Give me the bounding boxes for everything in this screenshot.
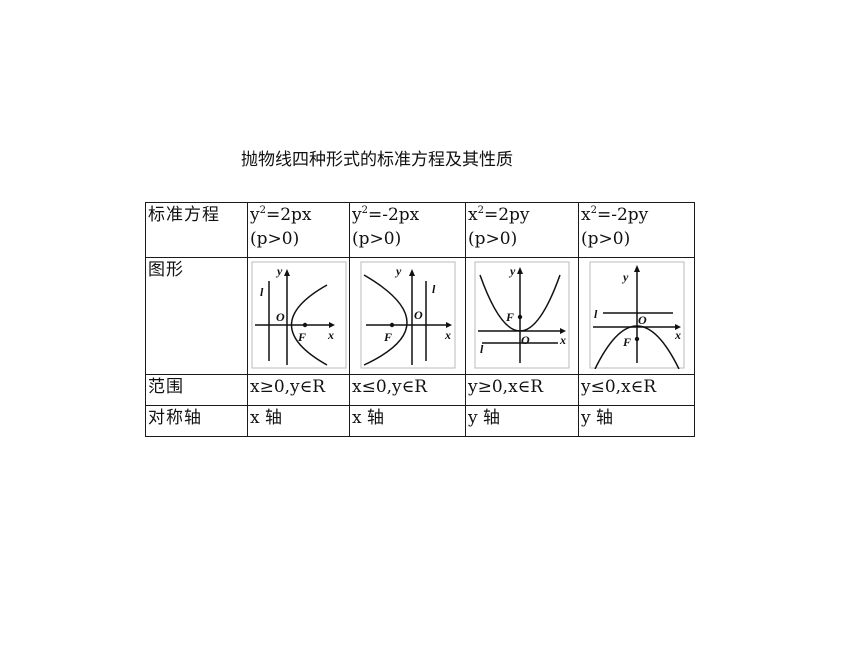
x-axis-label: x bbox=[559, 333, 566, 347]
origin-label: O bbox=[276, 310, 285, 324]
axis-3: y 轴 bbox=[465, 405, 579, 437]
equation-4: x2=-2py bbox=[581, 205, 649, 225]
symmetry-axis-row: 对称轴 x 轴 x 轴 y 轴 y 轴 bbox=[145, 405, 695, 437]
focus-point bbox=[302, 322, 307, 328]
origin-label: O bbox=[638, 313, 647, 327]
axis-4: y 轴 bbox=[578, 405, 695, 437]
condition-3: (p>0) bbox=[468, 229, 518, 249]
parabola-curve bbox=[479, 274, 561, 332]
y-axis-arrow bbox=[633, 265, 640, 272]
graph-cell-3: y x l O F bbox=[465, 257, 579, 375]
x-axis-arrow bbox=[674, 324, 681, 330]
range-1: x≥0,y∈R bbox=[247, 374, 350, 406]
origin-label: O bbox=[414, 308, 423, 322]
graph-frame bbox=[251, 261, 346, 369]
directrix-label: l bbox=[260, 285, 264, 299]
range-3: y≥0,x∈R bbox=[465, 374, 579, 406]
parabola-properties-table: 标准方程 y2=2px (p>0) y2=-2px (p>0) x2=2py (… bbox=[145, 202, 695, 437]
focus-label: F bbox=[505, 310, 514, 324]
x-axis-arrow bbox=[445, 322, 452, 328]
equation-3: x2=2py bbox=[468, 205, 530, 225]
row-header-graph: 图形 bbox=[145, 257, 248, 375]
parabola-curve bbox=[290, 284, 327, 366]
equation-1: y2=2px bbox=[250, 205, 312, 225]
range-4: y≤0,x∈R bbox=[578, 374, 695, 406]
x-axis-arrow bbox=[328, 322, 335, 328]
y-axis-arrow bbox=[283, 269, 290, 276]
x-axis-arrow bbox=[560, 328, 566, 334]
equation-row: 标准方程 y2=2px (p>0) y2=-2px (p>0) x2=2py (… bbox=[145, 202, 695, 258]
parabola-graph-opens-left: y x l O F bbox=[360, 261, 455, 369]
row-header-equation: 标准方程 bbox=[145, 202, 248, 258]
equation-cell-1: y2=2px (p>0) bbox=[247, 202, 350, 258]
range-row: 范围 x≥0,y∈R x≤0,y∈R y≥0,x∈R y≤0,x∈R bbox=[145, 374, 695, 406]
y-axis-label: y bbox=[508, 264, 516, 278]
x-axis-label: x bbox=[444, 328, 451, 342]
origin-label: O bbox=[521, 333, 530, 347]
y-axis-arrow bbox=[408, 269, 415, 276]
y-axis-arrow bbox=[517, 267, 523, 274]
axis-2: x 轴 bbox=[349, 405, 466, 437]
directrix-label: l bbox=[480, 342, 484, 356]
focus-point bbox=[634, 336, 639, 342]
x-axis-label: x bbox=[327, 328, 334, 342]
condition-2: (p>0) bbox=[352, 229, 402, 249]
graph-cell-2: y x l O F bbox=[349, 257, 466, 375]
parabola-curve bbox=[363, 274, 407, 366]
graph-cell-4: y x l O F bbox=[578, 257, 695, 375]
parabola-graph-opens-up: y x l O F bbox=[474, 261, 570, 369]
axis-1: x 轴 bbox=[247, 405, 350, 437]
row-header-range: 范围 bbox=[145, 374, 248, 406]
equation-cell-3: x2=2py (p>0) bbox=[465, 202, 579, 258]
focus-label: F bbox=[383, 330, 392, 344]
focus-label: F bbox=[297, 330, 306, 344]
graph-frame bbox=[360, 261, 455, 369]
focus-point bbox=[517, 314, 523, 320]
graph-row: 图形 y x l O F bbox=[145, 257, 695, 375]
condition-4: (p>0) bbox=[581, 229, 631, 249]
parabola-graph-opens-down: y x l O F bbox=[589, 261, 684, 369]
graph-cell-1: y x l O F bbox=[247, 257, 350, 375]
row-header-axis: 对称轴 bbox=[145, 405, 248, 437]
y-axis-label: y bbox=[394, 264, 402, 278]
focus-label: F bbox=[622, 335, 631, 349]
y-axis-label: y bbox=[621, 270, 629, 284]
equation-cell-4: x2=-2py (p>0) bbox=[578, 202, 695, 258]
x-axis-label: x bbox=[674, 328, 681, 342]
parabola-graph-opens-right: y x l O F bbox=[251, 261, 346, 369]
graph-frame bbox=[474, 261, 570, 369]
focus-point bbox=[389, 322, 394, 328]
equation-2: y2=-2px bbox=[352, 205, 420, 225]
page-title: 抛物线四种形式的标准方程及其性质 bbox=[241, 150, 513, 170]
y-axis-label: y bbox=[275, 264, 283, 278]
condition-1: (p>0) bbox=[250, 229, 300, 249]
directrix-label: l bbox=[594, 307, 598, 321]
equation-cell-2: y2=-2px (p>0) bbox=[349, 202, 466, 258]
directrix-label: l bbox=[432, 282, 436, 296]
range-2: x≤0,y∈R bbox=[349, 374, 466, 406]
parabola-curve bbox=[593, 325, 680, 369]
